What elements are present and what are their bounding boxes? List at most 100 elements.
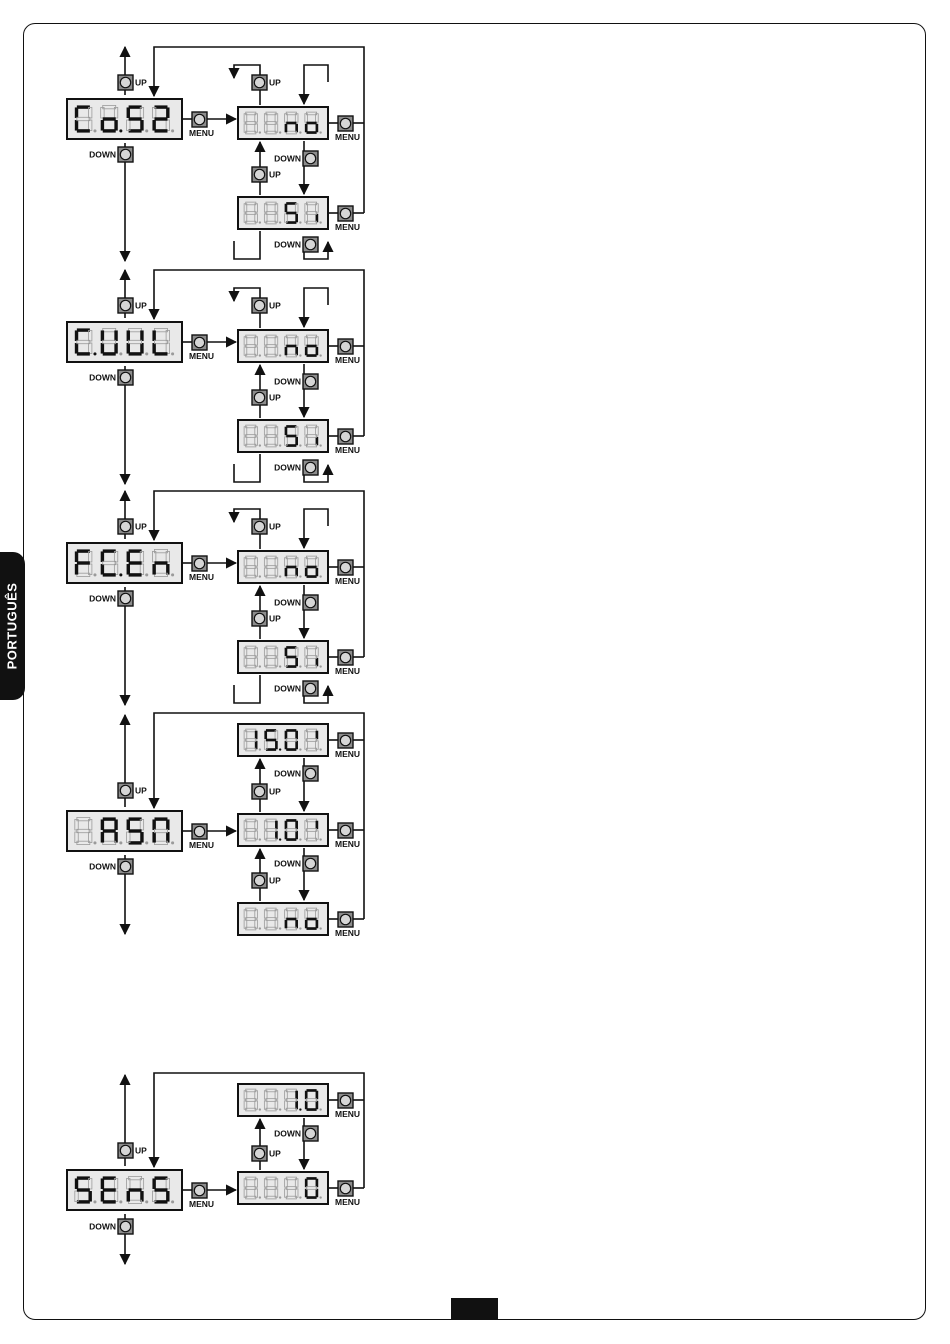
menu-label: MENU [189,351,214,361]
segment [129,561,142,564]
main-menu-button[interactable]: MENU [189,824,214,850]
option-up-button[interactable]: UP [252,298,281,313]
option-up-button[interactable]: UP [252,167,281,182]
down-label: DOWN [274,240,301,250]
decimal-point [319,221,321,223]
button-icon [305,462,315,472]
segment [127,107,130,118]
main-menu-button[interactable]: MENU [189,1183,214,1209]
option-menu-button[interactable]: MENU [335,650,360,676]
main-up-button[interactable]: UP [118,519,147,534]
button-icon [194,826,204,836]
main-menu-button[interactable]: MENU [189,556,214,582]
button-icon [254,392,264,402]
segment [266,739,276,742]
main-down-button[interactable]: DOWN [89,147,133,162]
button-icon [340,341,350,351]
button-icon [254,786,264,796]
main-up-button[interactable]: UP [118,1143,147,1158]
segment [127,564,130,575]
decimal-point [259,131,261,133]
button-icon [340,1095,350,1105]
main-down-button[interactable]: DOWN [89,591,133,606]
main-up-button[interactable]: UP [118,75,147,90]
decimal-point [279,665,281,667]
option-down-button[interactable]: DOWN [274,766,318,781]
option-down-button[interactable]: DOWN [274,237,318,252]
option-up-button[interactable]: UP [252,390,281,405]
segment [286,646,296,649]
option-down-button[interactable]: DOWN [274,681,318,696]
option-up-button[interactable]: UP [252,1146,281,1161]
option-menu-button[interactable]: MENU [335,823,360,849]
option-menu-button[interactable]: MENU [335,116,360,142]
segment [306,122,316,125]
menu-label: MENU [335,576,360,586]
button-icon [340,735,350,745]
segment [286,202,296,205]
option-up-button[interactable]: UP [252,873,281,888]
option-down-button[interactable]: DOWN [274,374,318,389]
main-display: Co.S2 [67,99,182,139]
decimal-point [319,927,321,929]
option-down-button[interactable]: DOWN [274,1126,318,1141]
segment [286,122,296,125]
option-down-button[interactable]: DOWN [274,595,318,610]
option-up-button[interactable]: UP [252,611,281,626]
decimal-point [279,748,281,750]
segment [266,748,276,751]
segment [166,107,169,118]
decimal-point [299,444,301,446]
segment [103,352,116,355]
option-down-button[interactable]: DOWN [274,856,318,871]
option-menu-button[interactable]: MENU [335,339,360,365]
option-menu-button[interactable]: MENU [335,429,360,455]
option-display: no [238,551,328,583]
segment [295,731,298,739]
decimal-point [93,1200,96,1203]
option-menu-button[interactable]: MENU [335,1181,360,1207]
option-up-button[interactable]: UP [252,519,281,534]
option-up-button[interactable]: UP [252,75,281,90]
segment [266,729,276,732]
main-down-button[interactable]: DOWN [89,370,133,385]
segment [295,831,298,839]
main-menu-button[interactable]: MENU [189,335,214,361]
option-menu-button[interactable]: MENU [335,733,360,759]
down-label: DOWN [274,463,301,473]
segment [77,561,90,564]
option-down-button[interactable]: DOWN [274,460,318,475]
segment [101,551,104,562]
main-up-button[interactable]: UP [118,783,147,798]
button-icon [120,521,130,531]
button-icon [194,114,204,124]
segment [286,918,296,921]
decimal-point [319,748,321,750]
segment [255,731,258,739]
main-up-button[interactable]: UP [118,298,147,313]
segment [286,566,296,569]
decimal-point [171,841,174,844]
segment [152,1178,155,1189]
segment [286,729,296,732]
button-icon [340,825,350,835]
decimal-point [279,131,281,133]
button-icon [254,300,264,310]
main-menu-button[interactable]: MENU [189,112,214,138]
decimal-point [145,1200,148,1203]
main-down-button[interactable]: DOWN [89,859,133,874]
decimal-point [259,748,261,750]
down-label: DOWN [89,1222,116,1232]
main-down-button[interactable]: DOWN [89,1219,133,1234]
decimal-point [319,131,321,133]
decimal-point [259,444,261,446]
option-menu-button[interactable]: MENU [335,1093,360,1119]
option-down-button[interactable]: DOWN [274,151,318,166]
segment [154,1188,167,1191]
option-menu-button[interactable]: MENU [335,206,360,232]
option-menu-button[interactable]: MENU [335,912,360,938]
option-menu-button[interactable]: MENU [335,560,360,586]
segment [285,347,288,355]
decimal-point [319,665,321,667]
option-up-button[interactable]: UP [252,784,281,799]
